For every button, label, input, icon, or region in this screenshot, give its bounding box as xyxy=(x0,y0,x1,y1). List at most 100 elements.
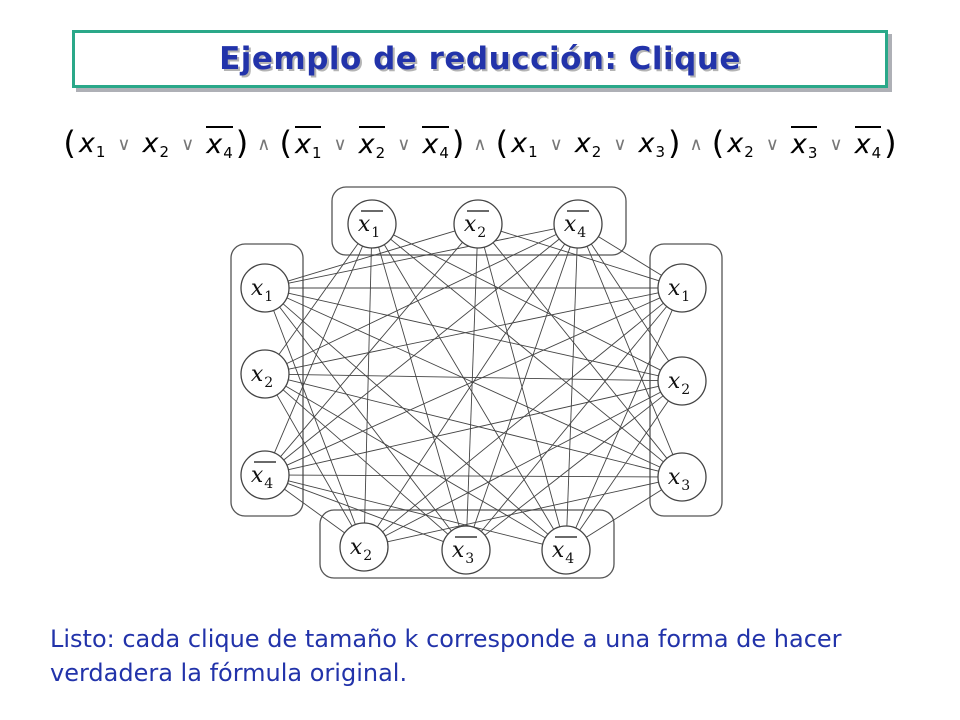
edge xyxy=(288,474,659,478)
clause-group-left xyxy=(230,243,304,517)
edge xyxy=(276,394,353,527)
edge xyxy=(466,247,478,527)
edge xyxy=(288,385,659,471)
edge xyxy=(288,373,659,382)
edge xyxy=(473,246,571,528)
node-circle xyxy=(541,525,591,575)
edge xyxy=(286,297,661,466)
node-subscript: 3 xyxy=(681,478,690,494)
title-box: Ejemplo de reducción: Clique xyxy=(72,30,888,88)
graph-node: x3 xyxy=(657,452,707,502)
close-paren: ) xyxy=(884,124,897,162)
negated-literal: x4 xyxy=(854,126,882,162)
node-circle xyxy=(240,349,290,399)
node-circle xyxy=(240,450,290,500)
edge xyxy=(283,238,560,461)
edge xyxy=(364,247,372,524)
edge xyxy=(284,488,345,534)
node-circle xyxy=(453,199,503,249)
edge xyxy=(480,306,668,532)
node-subscript: 1 xyxy=(264,289,273,305)
graph-node: x1 xyxy=(657,263,707,313)
node-subscript: 1 xyxy=(371,225,380,241)
or-operator: ∨ xyxy=(613,133,627,155)
node-circle xyxy=(657,356,707,406)
graph-node: x4 xyxy=(541,525,591,575)
node-circle xyxy=(441,525,491,575)
and-operator: ∧ xyxy=(689,133,703,155)
or-operator: ∨ xyxy=(181,133,195,155)
node-circle xyxy=(657,452,707,502)
slide-title: Ejemplo de reducción: Clique xyxy=(219,41,741,77)
caption-text: Listo: cada clique de tamaño k correspon… xyxy=(50,625,842,687)
edge xyxy=(287,482,444,543)
edge xyxy=(287,230,456,282)
edge xyxy=(288,292,659,377)
graph-node: x2 xyxy=(339,522,389,572)
node-subscript: 1 xyxy=(681,289,690,305)
and-operator: ∧ xyxy=(257,133,271,155)
node-subscript: 2 xyxy=(363,548,372,564)
negated-literal: x3 xyxy=(790,126,818,162)
and-operator: ∧ xyxy=(473,133,487,155)
node-subscript: 4 xyxy=(264,476,273,492)
edge xyxy=(500,230,660,282)
edge xyxy=(590,243,670,362)
edge xyxy=(288,228,555,284)
node-circle xyxy=(339,522,389,572)
edge xyxy=(566,247,578,527)
graph-node: x3 xyxy=(441,525,491,575)
open-paren: ( xyxy=(495,124,509,162)
graph-node: x2 xyxy=(657,356,707,406)
or-operator: ∨ xyxy=(549,133,563,155)
node-subscript: 4 xyxy=(577,225,586,241)
edge xyxy=(378,246,460,528)
edge xyxy=(598,236,662,276)
edge xyxy=(383,244,555,530)
graph-node: x2 xyxy=(240,349,290,399)
node-circle xyxy=(657,263,707,313)
edge xyxy=(376,243,566,528)
edge xyxy=(282,303,549,535)
edge xyxy=(382,302,664,533)
edge xyxy=(385,391,661,537)
edge xyxy=(492,242,668,459)
literal: x1 xyxy=(78,127,106,161)
edge xyxy=(278,243,359,355)
graph-node: x4 xyxy=(240,450,290,500)
edge xyxy=(279,306,452,532)
node-subscript: 4 xyxy=(565,551,574,567)
edge xyxy=(286,297,661,468)
graph-node: x2 xyxy=(453,199,503,249)
edge xyxy=(390,238,664,463)
literal: x2 xyxy=(142,127,170,161)
graph-node: x1 xyxy=(347,199,397,249)
edge xyxy=(282,389,449,535)
edge xyxy=(288,480,543,545)
node-subscript: 2 xyxy=(477,225,486,241)
negated-literal: x4 xyxy=(206,126,233,162)
edge xyxy=(575,309,673,529)
or-operator: ∨ xyxy=(397,133,411,155)
or-operator: ∨ xyxy=(765,133,779,155)
node-subscript: 3 xyxy=(465,551,474,567)
node-subscript: 2 xyxy=(264,375,273,391)
or-operator: ∨ xyxy=(117,133,131,155)
literal: x3 xyxy=(638,127,666,161)
edge xyxy=(288,379,659,472)
node-subscript: 2 xyxy=(681,382,690,398)
edge xyxy=(387,481,659,543)
graph-node: x1 xyxy=(240,263,290,313)
close-paren: ) xyxy=(235,124,249,162)
negated-literal: x2 xyxy=(358,126,386,162)
open-paren: ( xyxy=(711,124,725,162)
node-circle xyxy=(240,263,290,313)
edge xyxy=(273,245,364,454)
edge xyxy=(280,242,463,457)
edge xyxy=(285,385,546,539)
open-paren: ( xyxy=(63,124,76,162)
literal: x1 xyxy=(511,127,538,161)
close-paren: ) xyxy=(668,124,681,162)
boolean-formula: (x1∨x2∨x4)∧(x1∨x2∨x4)∧(x1∨x2∨x3)∧(x2∨x3∨… xyxy=(63,120,896,168)
